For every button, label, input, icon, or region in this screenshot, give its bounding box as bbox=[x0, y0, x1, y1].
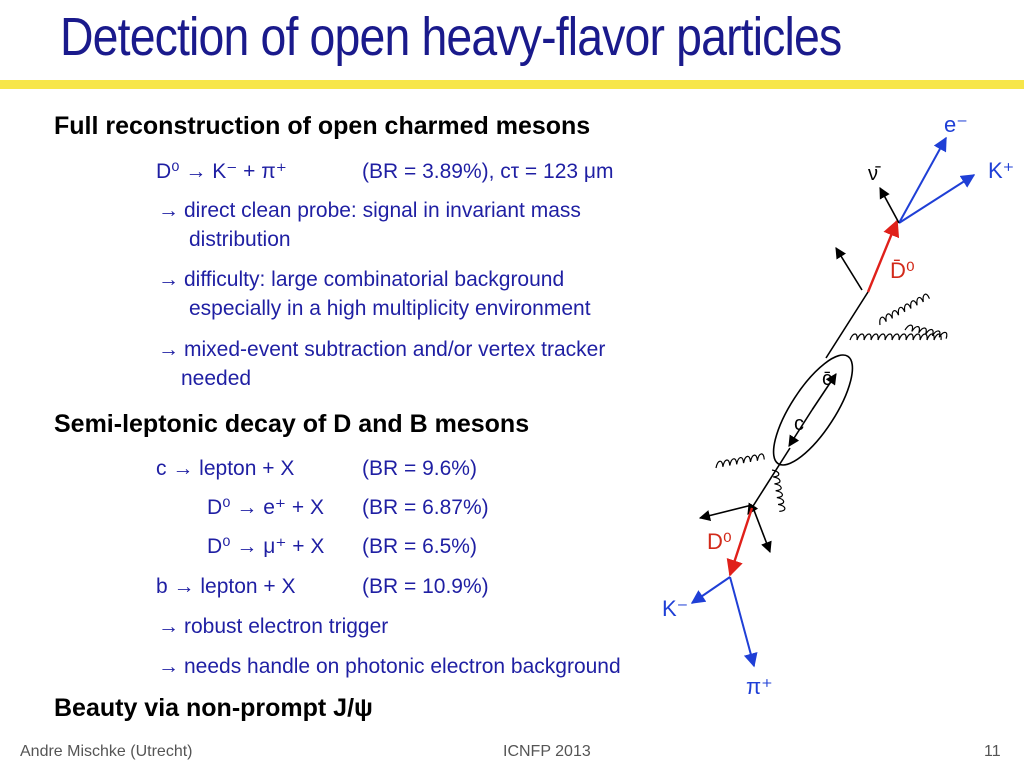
upper-side-track bbox=[835, 247, 863, 291]
section-heading-beauty: Beauty via non-prompt J/ψ bbox=[54, 694, 373, 722]
gluon-coil-upper-2 bbox=[879, 293, 931, 326]
decay-d0-muon-br: (BR = 6.5%) bbox=[362, 535, 477, 558]
decay-c-lepton: c → lepton + X bbox=[156, 457, 295, 480]
section-heading-full-reconstruction: Full reconstruction of open charmed meso… bbox=[54, 112, 591, 140]
arrow-right-icon: → bbox=[158, 655, 179, 678]
bullet-electron-trigger-text: robust electron trigger bbox=[184, 615, 389, 638]
footer-author: Andre Mischke (Utrecht) bbox=[20, 743, 193, 760]
label-antineutrino: ν̄ bbox=[868, 163, 881, 185]
gluon-coil-upper-1 bbox=[849, 333, 942, 341]
decay-d0-electron: D⁰ → e⁺ + X bbox=[207, 496, 324, 519]
lower-black-track bbox=[747, 447, 791, 515]
c-quark-track-up bbox=[811, 373, 837, 411]
arrow-right-icon: → bbox=[158, 615, 179, 638]
lower-side-track bbox=[751, 504, 772, 554]
antineutrino-track bbox=[879, 187, 900, 224]
arrow-right-icon: → bbox=[158, 338, 179, 361]
arrow-right-icon: → bbox=[158, 199, 179, 222]
d0bar-flight-path bbox=[866, 219, 900, 293]
label-d0bar: D̄⁰ bbox=[890, 258, 915, 283]
decay-d0-electron-br: (BR = 6.87%) bbox=[362, 496, 489, 519]
bullet-clean-probe: →direct clean probe: signal in invariant… bbox=[158, 197, 581, 225]
bullet-difficulty-line2: especially in a high multiplicity enviro… bbox=[189, 297, 591, 320]
bullet-difficulty: →difficulty: large combinatorial backgro… bbox=[158, 266, 564, 294]
kaon-plus-track bbox=[898, 174, 976, 224]
decay-b-lepton-br: (BR = 10.9%) bbox=[362, 575, 489, 598]
bullet-electron-trigger: →robust electron trigger bbox=[158, 613, 388, 641]
label-kaon-plus: K⁺ bbox=[988, 158, 1014, 183]
gluon-coil-upper-3 bbox=[904, 324, 948, 339]
d0-flight-path bbox=[726, 507, 754, 577]
gluon-coil-lower-2 bbox=[771, 469, 786, 512]
upper-black-track bbox=[825, 291, 869, 359]
decay-d0-kpi-text: D⁰ → K⁻ + π⁺ bbox=[156, 160, 287, 183]
pion-plus-track bbox=[729, 576, 758, 668]
electron-track bbox=[898, 136, 947, 224]
section-heading-semi-leptonic: Semi-leptonic decay of D and B mesons bbox=[54, 410, 530, 438]
label-electron: e⁻ bbox=[944, 112, 968, 137]
gluon-coil-lower-1 bbox=[715, 453, 765, 469]
bullet-photonic-background: →needs handle on photonic electron backg… bbox=[158, 653, 621, 681]
decay-topology-diagram: e⁻ K⁺ ν̄ D̄⁰ c̄ c D⁰ K⁻ π⁺ bbox=[662, 112, 1014, 699]
collision-vertex-ellipse bbox=[772, 354, 854, 466]
c-quark-track-down bbox=[788, 409, 813, 447]
decay-d0-muon: D⁰ → μ⁺ + X bbox=[207, 535, 325, 558]
label-pion-plus: π⁺ bbox=[746, 674, 773, 699]
decay-b-lepton: b → lepton + X bbox=[156, 575, 296, 598]
label-d0: D⁰ bbox=[707, 529, 732, 554]
lower-black-track-2 bbox=[730, 510, 750, 570]
bullet-mixed-event-line1: mixed-event subtraction and/or vertex tr… bbox=[184, 338, 606, 361]
kaon-minus-track bbox=[690, 576, 731, 604]
label-kaon-minus: K⁻ bbox=[662, 596, 688, 621]
bullet-photonic-background-text: needs handle on photonic electron backgr… bbox=[184, 655, 621, 678]
bullet-difficulty-line1: difficulty: large combinatorial backgrou… bbox=[184, 268, 565, 291]
bullet-clean-probe-line1: direct clean probe: signal in invariant … bbox=[184, 199, 581, 222]
label-c: c bbox=[794, 413, 804, 435]
decay-c-lepton-br: (BR = 9.6%) bbox=[362, 457, 477, 480]
slide-title: Detection of open heavy-flavor particles bbox=[60, 7, 842, 67]
arrow-right-icon: → bbox=[158, 268, 179, 291]
bullet-mixed-event: →mixed-event subtraction and/or vertex t… bbox=[158, 336, 605, 364]
bullet-clean-probe-line2: distribution bbox=[189, 228, 291, 251]
title-underline bbox=[0, 80, 1024, 89]
decay-d0-kpi: D⁰ → K⁻ + π⁺ bbox=[156, 158, 287, 186]
lower-side-track-2 bbox=[698, 504, 753, 521]
decay-d0-kpi-br: (BR = 3.89%), cτ = 123 μm bbox=[362, 160, 614, 183]
bullet-mixed-event-line2: needed bbox=[181, 367, 252, 390]
label-c-bar: c̄ bbox=[822, 368, 832, 390]
footer-conference: ICNFP 2013 bbox=[503, 743, 591, 760]
footer-page-number: 11 bbox=[984, 743, 1001, 760]
